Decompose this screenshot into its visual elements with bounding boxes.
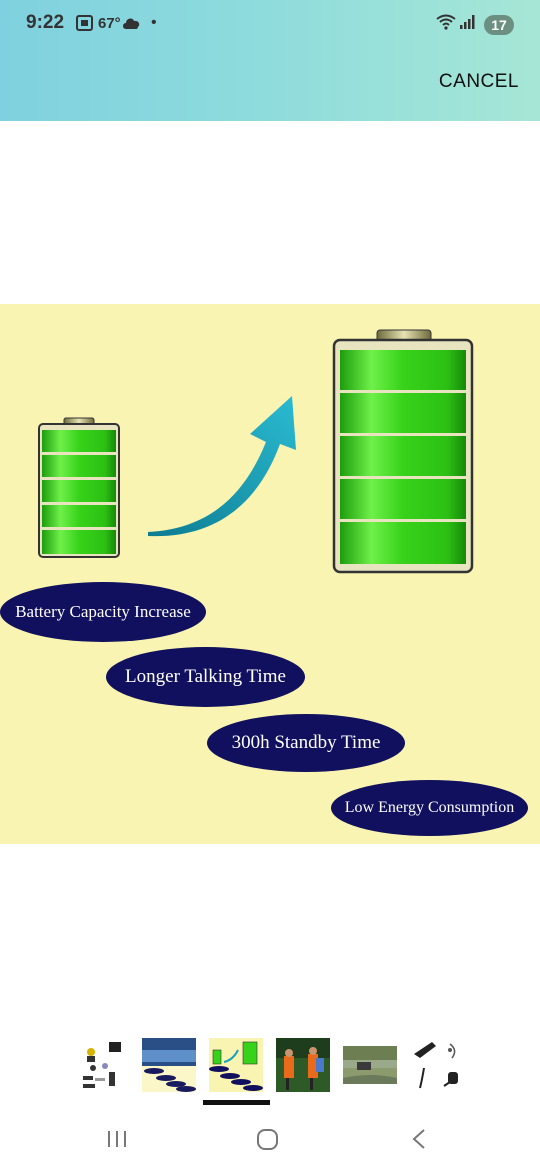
growth-arrow-icon (148, 396, 296, 537)
feature-pill-talking-time: Longer Talking Time (106, 647, 305, 707)
feature-pill-low-energy: Low Energy Consumption (331, 780, 528, 836)
top-bar: 9:22 67° • 17 CANCEL (0, 0, 540, 121)
blue-panel-thumbnail[interactable] (142, 1038, 196, 1092)
feature-pill-capacity: Battery Capacity Increase (0, 582, 206, 642)
battery-illustration (38, 329, 474, 574)
small-battery-icon (38, 417, 120, 558)
status-time: 9:22 (26, 12, 65, 33)
status-bar: 9:22 67° • 17 (0, 0, 540, 50)
dot-icon: • (151, 14, 157, 31)
home-icon[interactable] (256, 1128, 280, 1155)
back-icon[interactable] (410, 1128, 428, 1155)
cancel-button[interactable]: CANCEL (438, 71, 519, 92)
large-battery-icon (332, 329, 474, 574)
battery-capacity-thumbnail[interactable] (209, 1038, 263, 1092)
thumbnail-strip (0, 1038, 540, 1094)
recent-apps-icon[interactable] (106, 1128, 128, 1155)
navigation-bar (0, 1110, 540, 1170)
product-image-viewer[interactable]: Battery Capacity Increase Longer Talking… (0, 304, 540, 844)
wifi-icon (436, 14, 456, 34)
selected-thumbnail-indicator (203, 1100, 270, 1105)
football-players-thumbnail[interactable] (276, 1038, 330, 1092)
product-accessories-thumbnail[interactable] (75, 1038, 129, 1092)
cloud-icon (122, 16, 142, 34)
headset-kit-thumbnail[interactable] (410, 1038, 464, 1092)
signal-icon (459, 14, 477, 34)
motorcycle-landscape-thumbnail[interactable] (343, 1038, 397, 1092)
feature-pill-standby-time: 300h Standby Time (207, 714, 405, 772)
screenshot-icon (75, 14, 94, 36)
battery-level-badge: 17 (484, 15, 514, 35)
status-temperature: 67° (98, 15, 121, 32)
